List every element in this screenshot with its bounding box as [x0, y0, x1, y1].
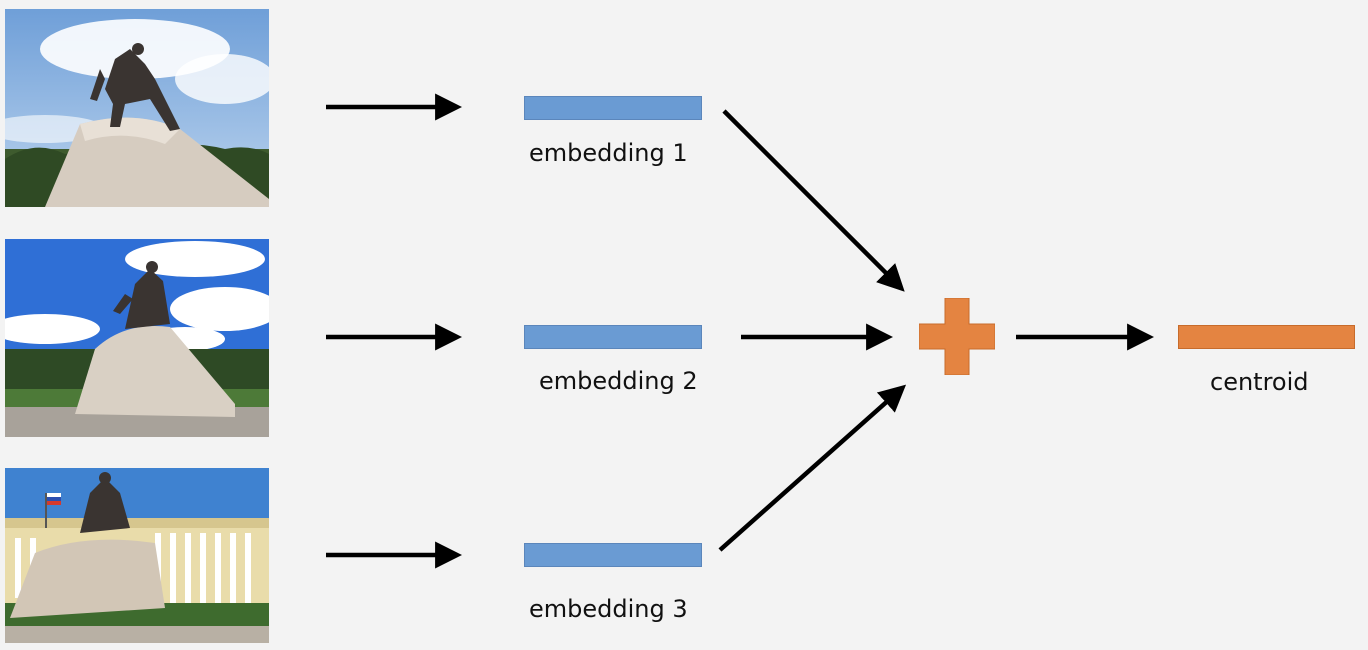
statue-photo-1: [5, 9, 269, 207]
centroid-bar: [1178, 325, 1355, 349]
arrow-embedding1-to-plus: [722, 109, 905, 292]
statue-photo-3: [5, 468, 269, 643]
embedding-label-3: embedding 3: [529, 595, 688, 623]
embedding-bar-2: [524, 325, 702, 349]
embedding-bar-3: [524, 543, 702, 567]
statue-photo-2: [5, 239, 269, 437]
embedding-label-2: embedding 2: [539, 367, 698, 395]
arrow-embedding3-to-plus: [718, 384, 907, 552]
centroid-label: centroid: [1210, 368, 1309, 396]
plus-icon: [919, 298, 995, 375]
embedding-label-1: embedding 1: [529, 139, 688, 167]
embedding-bar-1: [524, 96, 702, 120]
